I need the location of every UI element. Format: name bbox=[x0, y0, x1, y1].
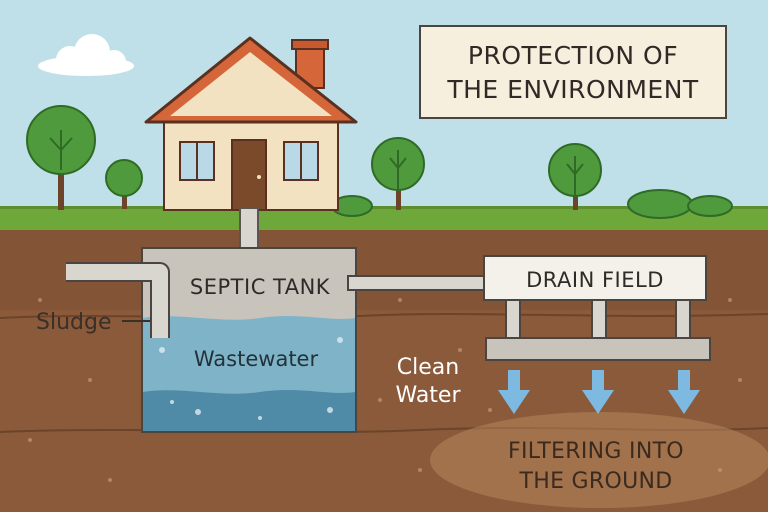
soil-specks bbox=[28, 298, 742, 482]
septic-tank bbox=[141, 247, 357, 433]
title-line-2: THE ENVIRONMENT bbox=[446, 75, 699, 104]
drain-laterals bbox=[505, 299, 691, 349]
drain-field-box bbox=[483, 255, 707, 301]
sludge-label: Sludge bbox=[36, 310, 112, 335]
tree-icon bbox=[26, 105, 96, 210]
clean-water-label-2: Water bbox=[395, 383, 461, 408]
soil-layer-line bbox=[0, 313, 768, 319]
filtering-zone bbox=[430, 412, 768, 508]
arrow-down-icon bbox=[498, 370, 530, 414]
drain-field-label: DRAIN FIELD bbox=[526, 268, 664, 292]
house-icon bbox=[144, 36, 358, 211]
septic-tank-label: SEPTIC TANK bbox=[190, 275, 331, 299]
tree-icon bbox=[371, 137, 425, 210]
cloud-icon bbox=[38, 34, 134, 76]
house-door bbox=[231, 139, 267, 211]
drain-gravel-bed bbox=[485, 337, 711, 361]
arrow-down-icon bbox=[668, 370, 700, 414]
arrow-down-icon bbox=[582, 370, 614, 414]
bush-icon bbox=[331, 189, 733, 219]
clean-water-label-1: Clean bbox=[397, 355, 459, 380]
title-line-1: PROTECTION OF bbox=[468, 41, 678, 70]
house-outlet-pipe bbox=[239, 207, 259, 253]
outlet-pipe bbox=[347, 275, 487, 291]
filtering-label-1: FILTERING INTO bbox=[508, 439, 684, 464]
title-box bbox=[419, 25, 727, 119]
filtering-label-2: THE GROUND bbox=[518, 469, 672, 494]
wastewater-label: Wastewater bbox=[194, 347, 319, 371]
tree-icon bbox=[105, 159, 143, 209]
tree-icon bbox=[548, 143, 602, 210]
